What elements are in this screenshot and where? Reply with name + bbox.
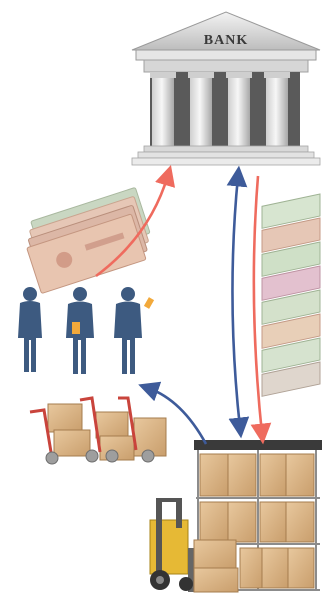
bank-label: BANK [204, 33, 248, 48]
arrow-warehouse-to-people [138, 381, 208, 445]
arrow-bank-warehouse-blue [226, 165, 250, 439]
arrow-cash-to-bank [95, 165, 176, 278]
warehouse-rack-icon [194, 440, 322, 591]
banknote-stack-icon [26, 187, 151, 294]
arrow-bank-to-warehouse-red [250, 175, 272, 445]
business-people-icon [18, 287, 155, 374]
money-bundles-icon [261, 193, 321, 397]
flow-arrows [95, 165, 272, 445]
bank-building-icon: BANK [131, 11, 321, 166]
forklift-icon [149, 498, 239, 593]
hand-truck-icon [29, 396, 167, 465]
